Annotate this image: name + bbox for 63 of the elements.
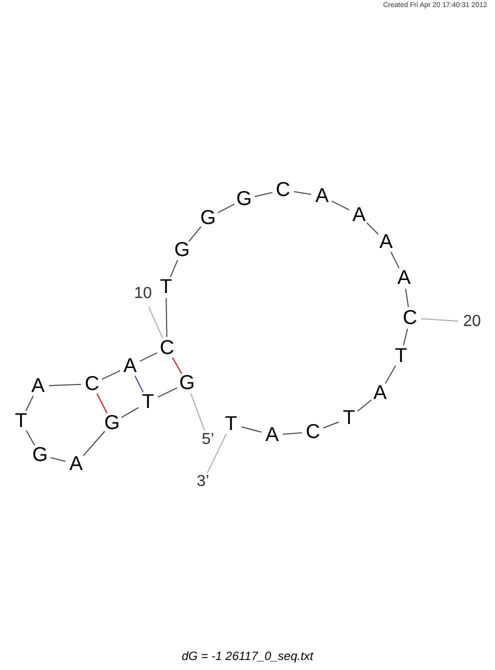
nucleotide-letter: A [69, 454, 83, 474]
nucleotide-letter: C [306, 422, 320, 442]
backbone-line [48, 384, 82, 386]
caption: dG = -1 26117_0_seq.txt [180, 649, 314, 663]
backbone-line [293, 191, 312, 195]
nucleotide-letter: G [104, 413, 120, 433]
nucleotide-letter: A [373, 383, 387, 403]
nucleotide-letter: T [142, 392, 154, 412]
backbone-line [384, 365, 396, 384]
nucleotide-letter: T [224, 414, 238, 434]
nucleotide-letter: G [179, 373, 195, 393]
base-pair-line [134, 375, 144, 393]
nucleotide-letter: T [14, 411, 28, 431]
nucleotide-letter: C [276, 180, 290, 200]
backbone-line [101, 370, 121, 380]
nucleotide-letter: A [379, 232, 393, 252]
nucleotide-letter: A [397, 268, 411, 288]
nucleotide-letter: T [160, 277, 172, 297]
base-pair-line [172, 357, 182, 374]
nucleotide-letter: G [236, 189, 252, 209]
backbone-line [403, 328, 408, 346]
nucleotide-letter: T [394, 346, 408, 366]
backbone-line [170, 260, 178, 278]
tick-line [206, 433, 227, 474]
backbone-line [322, 421, 340, 429]
nucleotide-letter: G [174, 240, 190, 260]
backbone-line [357, 399, 372, 412]
nucleotide-letter: A [315, 186, 329, 206]
backbone-line [139, 352, 158, 362]
tick-line [190, 392, 206, 432]
backbone-line [241, 426, 262, 433]
backbone-line [217, 204, 235, 214]
nucleotide-letter: A [352, 205, 366, 225]
backbone-line [157, 387, 178, 398]
backbone-line [405, 288, 409, 308]
position-number: 5’ [202, 432, 214, 448]
nucleotide-letter: G [200, 208, 216, 228]
backbone-line [254, 192, 273, 198]
backbone-line [26, 430, 36, 446]
nucleotide-letter: A [31, 376, 45, 396]
backbone-line [366, 222, 379, 235]
nucleotide-letter: A [123, 356, 137, 376]
position-number: 10 [134, 286, 152, 302]
backbone-line [50, 457, 66, 462]
backbone-line [390, 251, 400, 269]
nucleotide-letter: C [160, 338, 174, 358]
backbone-line [121, 407, 139, 418]
nucleotide-letter: C [402, 308, 418, 328]
tick-line [420, 318, 459, 322]
position-number: 20 [463, 314, 481, 330]
backbone-line [331, 200, 350, 210]
nucleotide-letter: G [32, 445, 48, 465]
backbone-line [188, 226, 202, 242]
tick-line [148, 306, 164, 338]
backbone-line [82, 430, 106, 456]
base-pair-line [96, 393, 108, 414]
backbone-line [166, 298, 168, 338]
nucleotide-letter: A [265, 425, 279, 445]
position-number: 3’ [196, 474, 210, 490]
backbone-line [282, 432, 303, 435]
nucleotide-letter: C [84, 374, 100, 394]
backbone-line [25, 395, 34, 412]
nucleotide-letter: T [342, 408, 356, 428]
